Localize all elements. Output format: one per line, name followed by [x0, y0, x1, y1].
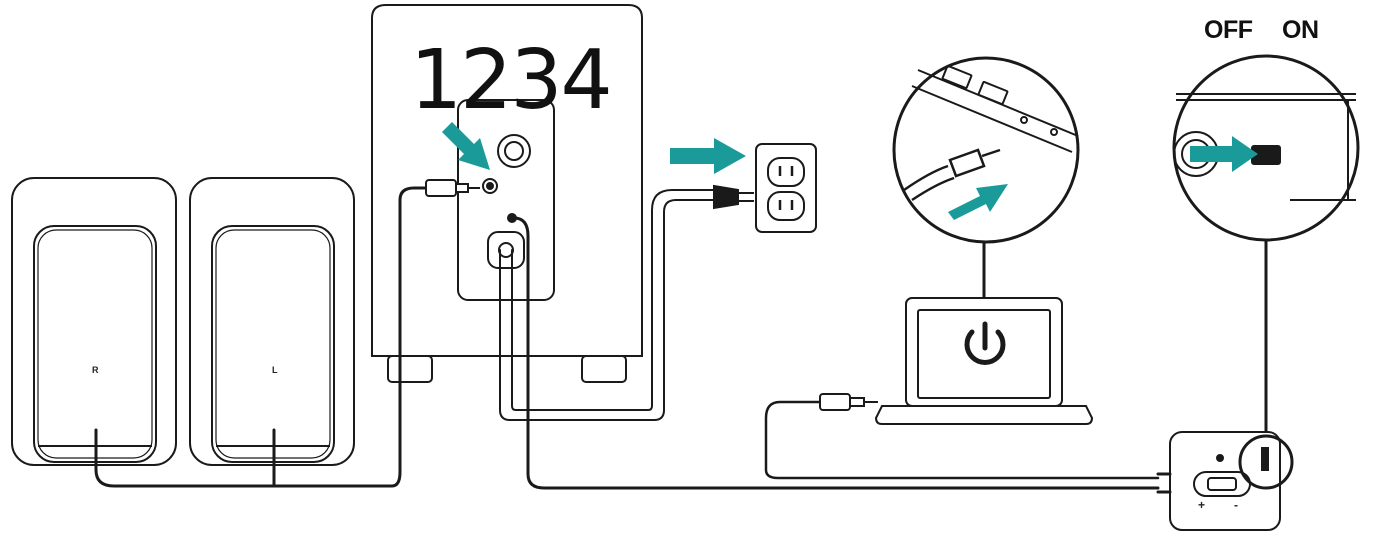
speaker-left [189, 177, 355, 466]
step-number: 1234 [410, 33, 613, 128]
power-cable [499, 189, 717, 421]
pod-cable [512, 216, 1172, 494]
laptop-audio-cable [764, 400, 1160, 480]
audio-jack-icon [903, 148, 1001, 202]
arrow-right-icon [1190, 136, 1258, 172]
laptop [874, 297, 1094, 425]
control-pod [1169, 431, 1294, 531]
switch-closeup [1172, 54, 1360, 446]
power-icon [964, 321, 1006, 365]
usb-port-icon [911, 64, 1079, 153]
wall-outlet-icon [755, 143, 817, 233]
audio-jack-icon [425, 179, 480, 197]
volume-minus-label: - [1234, 498, 1238, 512]
volume-plus-label: + [1198, 498, 1206, 512]
power-plug-icon [713, 184, 754, 210]
speaker-left-label: L [272, 365, 278, 375]
speaker-cable [94, 186, 430, 488]
switch-off-label: OFF [1204, 16, 1253, 44]
speaker-right-label: R [92, 365, 99, 375]
audio-jack-icon [819, 393, 878, 411]
arrow-input-icon [442, 122, 490, 170]
laptop-port-closeup [892, 56, 1080, 298]
arrow-right-icon [670, 138, 746, 174]
speaker-right [11, 177, 177, 466]
switch-on-label: ON [1282, 16, 1319, 44]
arrow-right-icon [948, 184, 1008, 220]
